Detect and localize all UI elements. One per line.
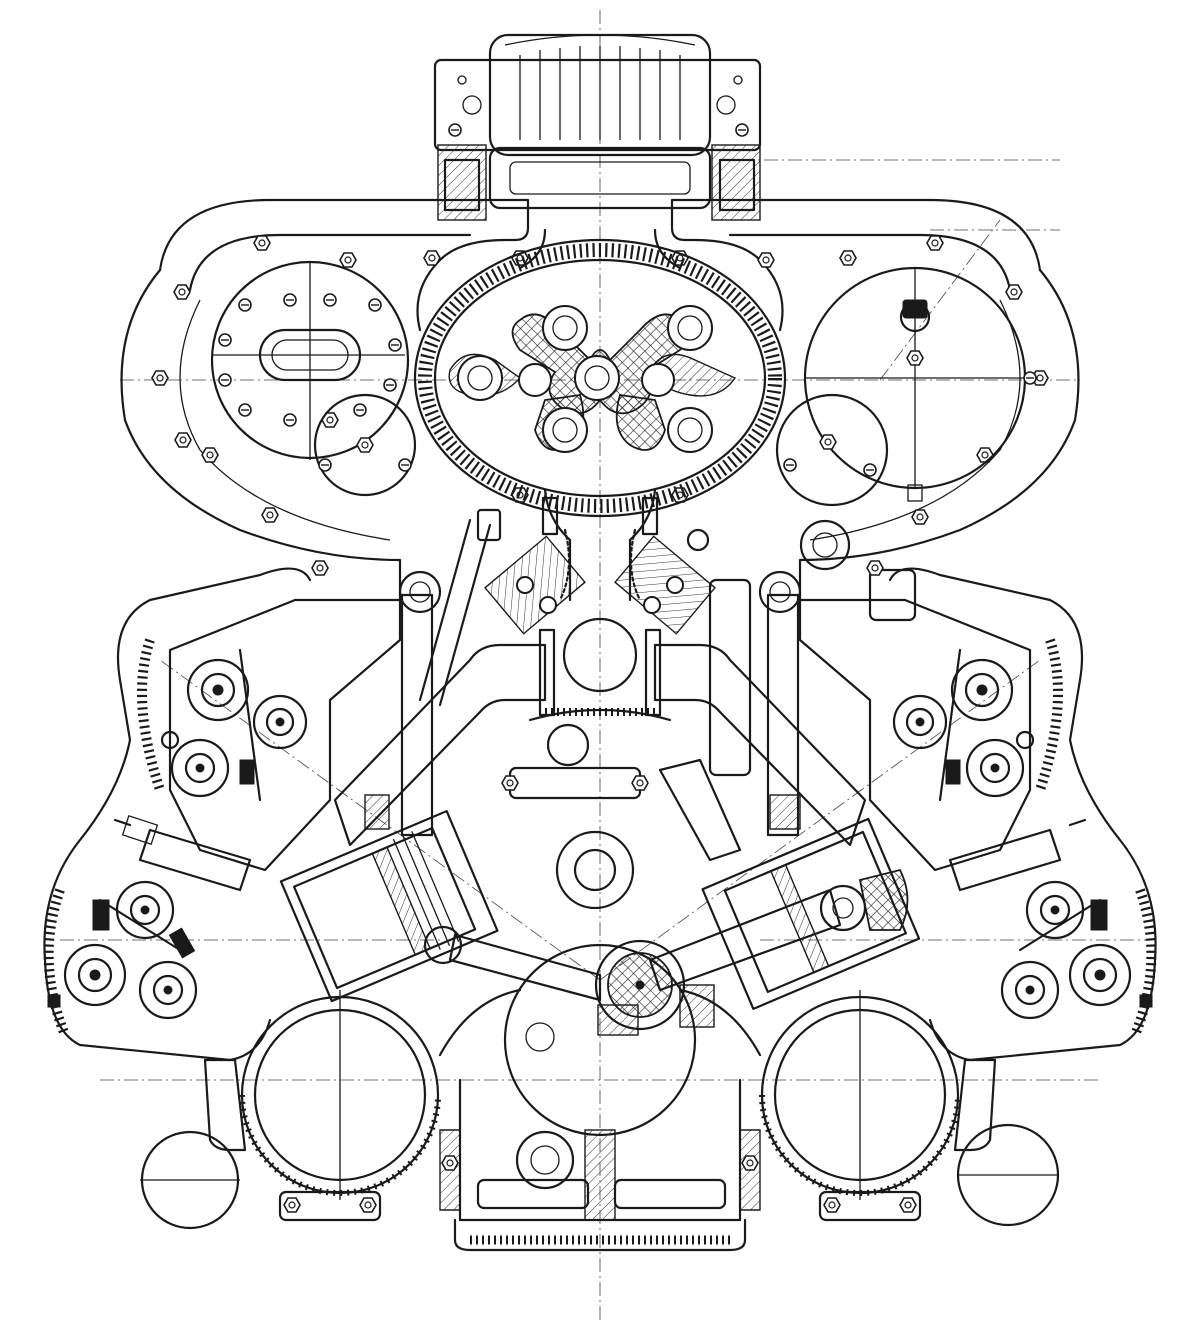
left-piston [279, 809, 602, 1003]
oil-tanks [239, 990, 961, 1222]
pushrods [364, 508, 801, 837]
centre-lines [60, 10, 1150, 1320]
crankcase [438, 988, 762, 1252]
crankshaft [501, 723, 742, 1137]
cross-beam [333, 617, 867, 847]
central-drive-gear [413, 238, 787, 518]
distributor-cover-right [775, 266, 1037, 507]
intake-housing [433, 33, 762, 221]
mounting-arms [140, 1058, 1060, 1230]
right-cylinder-head [798, 560, 1157, 1062]
timing-cover [120, 198, 1080, 602]
left-cylinder-head [43, 560, 402, 1062]
right-piston [648, 817, 921, 1011]
oil-pump-left [210, 260, 417, 497]
idler-wheels [398, 496, 851, 635]
